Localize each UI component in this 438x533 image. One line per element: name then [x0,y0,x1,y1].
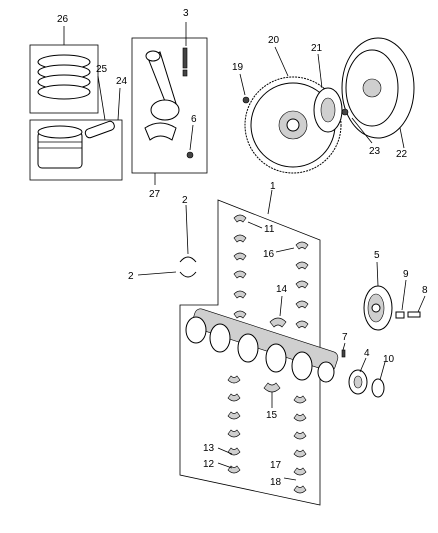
bearing-shells-2 [137,204,197,278]
torque-converter-group [341,37,415,149]
callout-26: 26 [57,14,69,25]
callout-13: 13 [203,443,215,454]
vibration-damper-group [363,261,426,331]
callout-1: 1 [270,181,276,192]
main-bearings-right [275,241,309,494]
callout-24: 24 [116,76,128,87]
callout-25: 25 [96,64,108,75]
thrust-bearings [263,295,287,408]
callout-23: 23 [369,146,381,157]
callout-2-left: 2 [128,271,134,282]
callout-7: 7 [342,332,348,343]
callout-5: 5 [374,250,380,261]
callout-8: 8 [422,285,428,296]
callout-21: 21 [311,43,323,54]
piston-rings-group [29,26,99,114]
callout-9: 9 [403,269,409,280]
crankshaft [185,308,339,383]
callout-14: 14 [276,284,288,295]
connecting-rod-group [131,22,208,185]
piston-group [29,75,123,181]
adapter-plate-group [313,53,343,133]
callout-4: 4 [364,348,370,359]
callout-22: 22 [396,149,408,160]
callout-10: 10 [383,354,395,365]
callout-2-top: 2 [182,195,188,206]
callout-3: 3 [183,8,189,19]
callout-6: 6 [191,114,197,125]
main-bearings-left [217,214,263,474]
callout-15: 15 [266,410,278,421]
callout-11: 11 [264,224,275,235]
bearing-panel [179,189,321,506]
callout-18: 18 [270,477,282,488]
callout-20: 20 [268,35,280,46]
callout-19: 19 [232,62,244,73]
sprocket-group [341,342,386,398]
callout-16: 16 [263,249,275,260]
callout-27: 27 [149,189,161,200]
callout-17: 17 [270,460,282,471]
callout-12: 12 [203,459,215,470]
